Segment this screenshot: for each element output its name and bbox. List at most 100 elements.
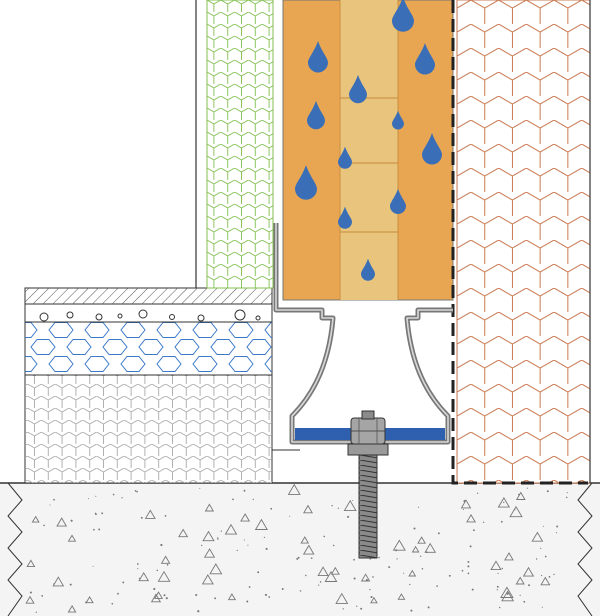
aggregate-dot [69,583,72,586]
aggregate-mark [460,499,472,509]
aggregate-dot [370,595,373,599]
washer-icon [347,443,389,456]
aggregate-dot [469,545,472,548]
aggregate-dot [528,584,530,587]
aggregate-dot [166,563,169,566]
aggregate-mark [26,559,36,568]
aggregate-dot [246,600,249,603]
aggregate-dot [217,537,219,539]
wall-insulation-green [206,0,274,289]
aggregate-mark [52,576,65,587]
aggregate-mark [85,596,94,604]
aggregate-dot [140,516,143,519]
aggregate-dot [372,576,374,578]
aggregate-dot [566,492,568,494]
aggregate-dot [448,574,451,577]
aggregate-mark [360,573,371,582]
aggregate-dot [98,528,101,531]
aggregate-dot [503,501,505,504]
aggregate-dot [248,586,251,588]
screed-hex-pattern [25,322,272,372]
aggregate-dot [318,584,320,586]
aggregate-dot [506,592,509,595]
aggregate-dot [121,497,123,499]
aggregate-mark [501,590,515,602]
aggregate-dot [87,498,89,500]
aggregate-dot [548,576,551,578]
aggregate-dot [467,565,470,568]
aggregate-mark [497,497,511,508]
aggregate-dot [252,498,254,501]
aggregate-mark [204,503,215,512]
aggregate-dot [518,493,520,496]
timber-beam [282,0,454,301]
bead-mark [169,314,175,320]
aggregate-dot [310,557,313,559]
aggregate-dot [463,500,466,503]
aggregate-mark [201,574,214,585]
aggregate-dot [396,558,398,560]
aggregate-mark [515,576,525,585]
aggregate-dot [352,499,354,502]
aggregate-dot [264,593,267,596]
aggregate-dot [220,530,222,532]
aggregate-dot [360,607,363,610]
bead-mark [197,314,205,322]
aggregate-dot [199,488,201,489]
aggregate-dot [472,529,475,532]
aggregate-mark [67,534,77,542]
aggregate-dot [153,587,156,591]
bead-mark [95,313,103,321]
aggregate-dot [35,611,37,613]
aggregate-dot [421,568,424,570]
aggregate-dot [543,525,545,527]
aggregate-mark [335,592,349,604]
bead-mark [117,313,123,319]
water-drop-icon [349,74,367,104]
aggregate-dot [92,565,94,567]
aggregate-dot [467,572,470,575]
bead-mark [39,312,49,322]
aggregate-mark [209,563,223,575]
aggregate-dot [514,508,516,511]
aggregate-mark [324,571,338,582]
aggregate-dot [461,569,464,572]
aggregate-dot [342,608,344,610]
aggregate-dot [134,490,137,492]
aggregate-dot [263,536,266,539]
threaded-rod-icon [358,454,378,559]
aggregate-dot [49,504,51,506]
water-drop-icon [392,0,414,32]
aggregate-dot [500,520,503,523]
aggregate-mark [317,566,329,577]
aggregate-dot [541,606,543,608]
aggregate-mark [287,483,301,495]
aggregate-dot [29,591,32,594]
aggregate-mark [224,523,238,535]
concrete-slab [0,482,600,616]
aggregate-dot [247,544,249,546]
aggregate-dot [257,571,260,574]
screed-layer [24,321,273,376]
aggregate-mark [300,536,310,544]
aggregate-dot [565,496,568,499]
aggregate-mark [504,552,514,561]
aggregate-dot [497,572,499,575]
aggregate-dot [476,492,479,494]
aggregate-dot [395,549,398,552]
aggregate-dot [265,547,268,550]
aggregate-dot [347,515,350,518]
aggregate-dot [160,543,163,547]
aggregate-mark [424,542,437,553]
aggregate-dot [519,594,521,596]
aggregate-dot [305,574,307,577]
aggregate-dot [101,512,104,515]
aggregate-mark [303,504,313,514]
aggregate-mark [67,605,77,613]
bead-mark [66,311,74,319]
aggregate-dot [232,498,234,501]
aggregate-dot [331,505,333,507]
aggregate-dot [501,567,504,570]
aggregate-dot [53,583,55,585]
